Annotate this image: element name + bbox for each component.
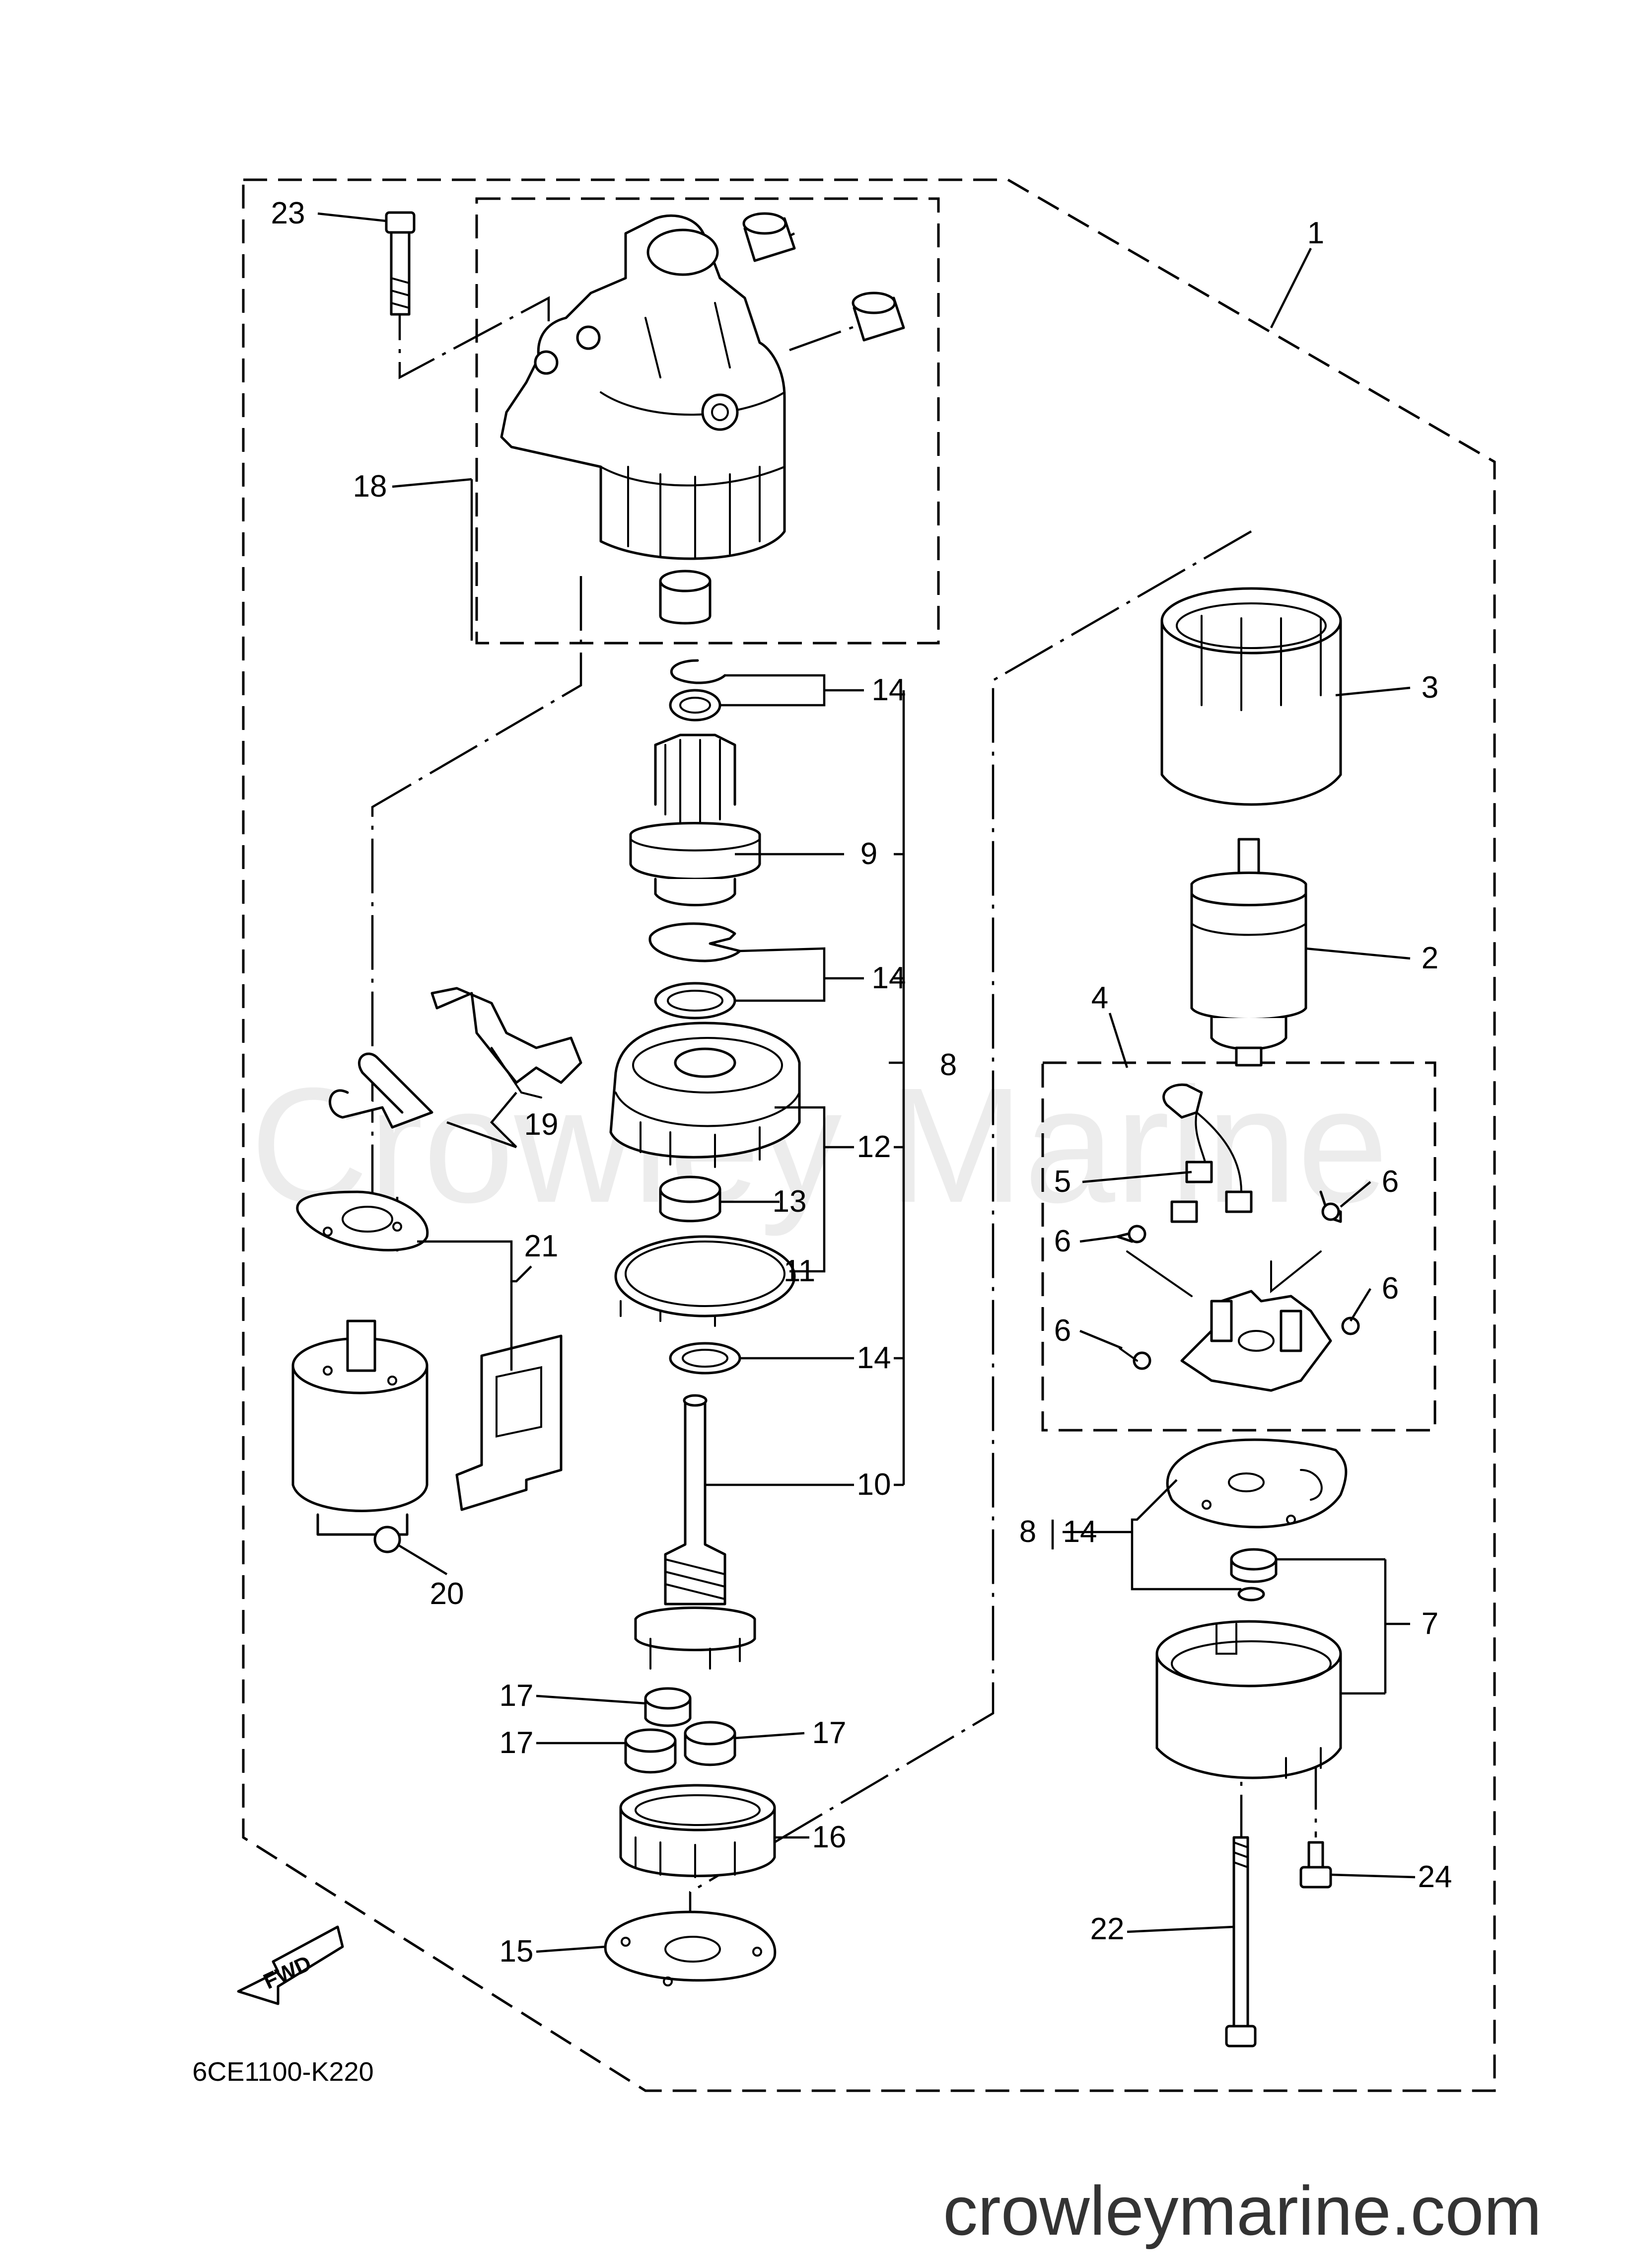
part-14-brush-plate — [1166, 1438, 1348, 1529]
part-24-screw — [1299, 1841, 1332, 1889]
callout-2: 2 — [1422, 941, 1438, 975]
callout-20: 20 — [430, 1577, 464, 1611]
solenoid-housing-box — [475, 197, 940, 645]
part-18-bushing — [659, 570, 712, 625]
part-16-plate — [604, 1910, 777, 1986]
callout-1: 1 — [1307, 216, 1324, 250]
callout-17a: 17 — [500, 1679, 534, 1713]
part-6-springs — [1116, 1190, 1360, 1370]
callout-15: 16 — [812, 1820, 847, 1854]
callout-16: 15 — [500, 1934, 534, 1969]
part-14-ring-middle — [648, 922, 741, 1020]
callout-19: 19 — [524, 1107, 559, 1142]
part-9-pinion — [629, 733, 761, 906]
callout-17c: 17 — [812, 1716, 847, 1750]
website-text: crowleymarine.com — [943, 2172, 1542, 2250]
callout-14-low: 14 — [857, 1341, 891, 1375]
callout-10: 10 — [857, 1467, 891, 1502]
part-5-brush — [1162, 1083, 1253, 1223]
part-21-gasket — [296, 1190, 563, 1511]
callout-22: 22 — [1090, 1912, 1125, 1946]
part-2-armature — [1190, 838, 1307, 1067]
callout-9: 9 — [860, 837, 877, 871]
part-18-housing — [500, 214, 786, 560]
callout-12: 13 — [773, 1184, 807, 1219]
callout-numbers: 23 1 18 14 3 9 2 14 4 8 19 12 5 6 13 6 2… — [271, 196, 1452, 1969]
callout-14-mid: 14 — [872, 961, 906, 995]
diagram-code: 6CE1100-K220 — [192, 2057, 373, 2087]
callout-7: 7 — [1422, 1607, 1438, 1641]
assembly-boundary — [242, 178, 1496, 2092]
callout-6a: 6 — [1382, 1165, 1399, 1199]
watermark: Crowley Marine — [250, 1053, 1388, 1238]
callout-8: 8 — [940, 1048, 957, 1082]
callout-6d: 6 — [1054, 1314, 1071, 1348]
axis-line-bolt — [398, 286, 550, 379]
callout-14-top: 14 — [872, 673, 906, 707]
part-20-solenoid — [291, 1319, 428, 1553]
part-10-shaft — [634, 1394, 756, 1670]
callout-5: 5 — [1054, 1165, 1071, 1199]
callout-6b: 6 — [1054, 1224, 1071, 1258]
leader-lines — [317, 212, 1416, 1953]
axis-line-left — [371, 576, 582, 1202]
callout-17b: 17 — [500, 1726, 534, 1760]
part-3-yoke — [1160, 587, 1342, 806]
callout-3: 3 — [1422, 670, 1438, 705]
part-4-brush-holder — [1126, 1250, 1332, 1392]
part-15-ring-gear — [619, 1784, 776, 1878]
callout-23: 23 — [271, 196, 305, 230]
part-14-clip-top — [669, 659, 726, 722]
callout-11: 12 — [857, 1130, 891, 1164]
part-18-caps — [742, 212, 905, 342]
callout-4: 4 — [1091, 981, 1108, 1015]
part-22-through-bolt — [1225, 1836, 1257, 2048]
part-23-bolt — [385, 211, 416, 316]
part-14-washer-lower — [669, 1342, 741, 1375]
callout-18: 18 — [353, 469, 387, 504]
callout-13: 11 — [784, 1254, 815, 1288]
callout-14-right: 14 — [1063, 1515, 1097, 1549]
fwd-arrow-icon: FWD — [237, 1925, 344, 2005]
part-17-gears — [624, 1687, 736, 1774]
part-19-lever — [329, 987, 582, 1129]
callout-24: 24 — [1418, 1860, 1452, 1894]
callout-21: 21 — [524, 1229, 559, 1263]
callout-8b: 8 — [1019, 1515, 1036, 1549]
part-13-ring — [614, 1235, 796, 1327]
part-12-bushing — [659, 1175, 721, 1223]
part-11-front-cover — [609, 1022, 801, 1168]
callout-6c: 6 — [1382, 1271, 1399, 1306]
part-7-end-cover — [1155, 1548, 1342, 1779]
